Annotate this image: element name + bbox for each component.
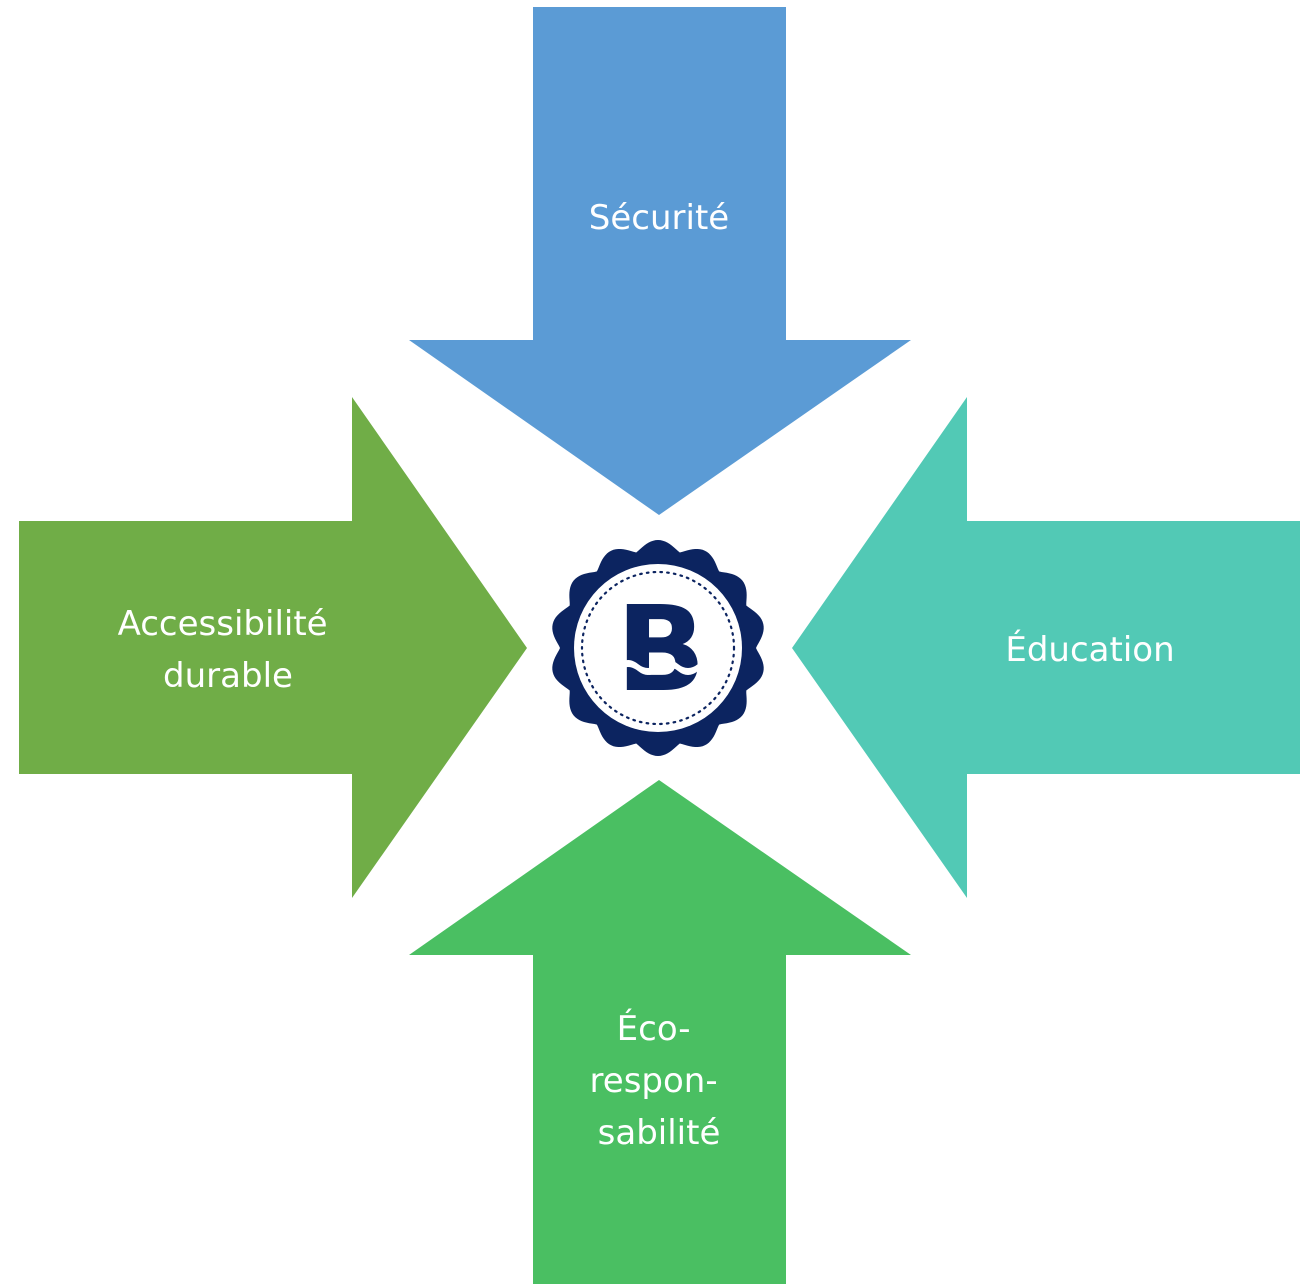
arrow-securite-label: Sécurité	[589, 198, 729, 238]
arrow-education-shape	[792, 397, 1300, 898]
arrow-securite: Sécurité	[409, 7, 911, 515]
arrow-accessibilite: Accessibilité durable	[19, 397, 527, 898]
arrow-securite-shape	[409, 7, 911, 515]
arrow-accessibilite-label-line-1: Accessibilité	[118, 604, 328, 644]
arrow-eco-responsabilite-shape	[409, 780, 911, 1284]
arrow-education-label-line-1: Éducation	[1005, 629, 1174, 670]
arrow-eco-responsabilite-label-line-2: respon-	[590, 1061, 718, 1101]
arrow-securite-label-line-1: Sécurité	[589, 198, 729, 238]
arrow-eco-responsabilite-label-line-1: Éco-	[617, 1008, 691, 1049]
arrow-accessibilite-label-line-2: durable	[163, 656, 293, 696]
logo-letter-b: B	[616, 580, 718, 718]
arrow-accessibilite-shape	[19, 397, 527, 898]
arrow-eco-responsabilite: Éco- respon- sabilité	[409, 780, 911, 1284]
logo-badge-inner-disc	[574, 564, 742, 732]
logo-badge-dotted-ring	[580, 570, 736, 726]
logo-letter-b-text: B	[616, 580, 706, 718]
logo-badge: B	[552, 540, 764, 756]
logo-wave-icon	[618, 660, 718, 675]
arrow-education-label: Éducation	[1005, 629, 1174, 670]
arrow-education: Éducation	[792, 397, 1300, 898]
arrow-eco-responsabilite-label: Éco- respon- sabilité	[590, 1008, 729, 1153]
arrow-eco-responsabilite-label-line-3: sabilité	[598, 1113, 721, 1153]
arrow-accessibilite-label: Accessibilité durable	[118, 604, 339, 696]
